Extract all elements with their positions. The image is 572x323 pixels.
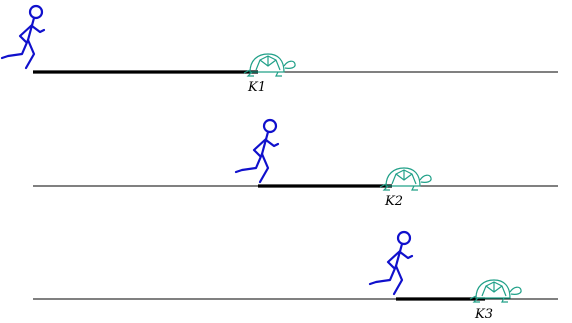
position-label: K1 bbox=[247, 80, 266, 95]
runner-icon bbox=[0, 4, 46, 70]
stage-2: K2 bbox=[33, 118, 558, 209]
stage-1: K1 bbox=[0, 4, 558, 95]
turtle-icon bbox=[243, 53, 296, 77]
stage-3: K3 bbox=[33, 230, 558, 322]
position-label: K3 bbox=[474, 307, 493, 322]
turtle-icon bbox=[379, 167, 432, 191]
runner-icon bbox=[368, 230, 414, 296]
position-label: K2 bbox=[384, 194, 403, 209]
runner-icon bbox=[234, 118, 280, 184]
